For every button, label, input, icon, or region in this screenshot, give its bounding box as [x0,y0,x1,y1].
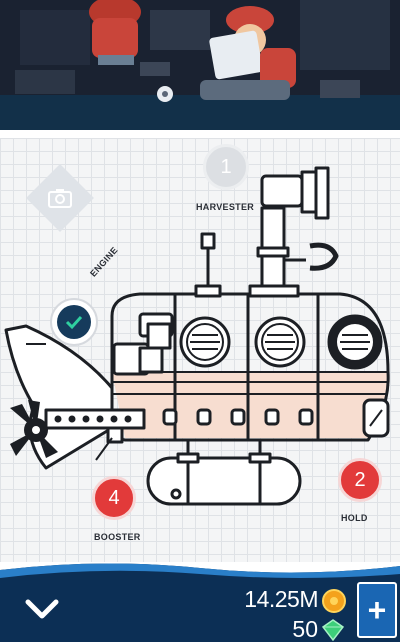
slot-booster-label: BOOSTER [94,532,141,542]
footer-bar: 14.25M 50 [0,562,400,642]
slot-booster-button[interactable]: 4 [92,476,136,520]
engine-badge [57,305,91,339]
slot-booster-number: 4 [108,486,120,509]
workshop-scene-illustration [0,0,400,130]
slot-hold-number: 2 [354,468,366,491]
propeller [10,400,58,458]
plus-icon: + [367,592,387,628]
check-icon [65,315,83,330]
wave-decoration [0,562,400,578]
coin-icon [322,589,346,613]
hero-scene-art [0,0,400,130]
chevron-down-icon[interactable] [22,594,62,624]
money-balance: 14.25M [244,586,318,612]
submarine-blueprint: 1 HARVESTER ENGINE 2 HOLD 4 BOOSTER [0,138,400,562]
slot-harvester-label: HARVESTER [196,202,255,212]
slot-engine-button[interactable] [50,298,98,346]
gem-icon [322,619,344,641]
slot-harvester-number: 1 [220,155,232,178]
gem-balance: 50 [292,616,318,642]
add-currency-button[interactable]: + [357,582,397,638]
submarine-drawing [4,166,390,506]
slot-hold-label: HOLD [341,513,368,523]
slot-hold-button[interactable]: 2 [338,458,382,502]
camera-icon [48,189,72,208]
slot-harvester-button[interactable]: 1 [203,144,249,190]
